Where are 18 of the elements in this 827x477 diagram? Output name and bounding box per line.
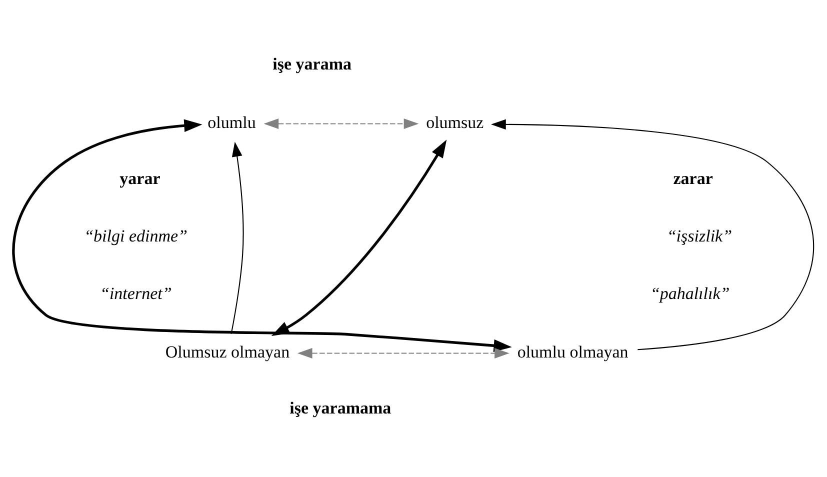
arrow <box>264 118 419 129</box>
label: “internet” <box>100 284 172 303</box>
node-text: olumsuz <box>426 112 484 132</box>
label: yarar <box>120 169 160 188</box>
label: “işsizlik” <box>666 226 732 246</box>
arrow <box>230 142 244 334</box>
arrow <box>271 140 447 336</box>
arrow <box>12 119 512 352</box>
label: işe yarama <box>272 54 352 74</box>
arrow <box>297 348 510 358</box>
node-text: Olumsuz olmayan <box>165 342 290 362</box>
label: işe yaramama <box>290 398 392 418</box>
node-text: olumlu <box>208 112 256 132</box>
label: “bilgi edinme” <box>84 226 188 246</box>
node-text: olumlu olmayan <box>517 342 628 362</box>
arrow <box>491 119 814 350</box>
label: “pahalılık” <box>650 284 730 303</box>
label: zarar <box>673 169 713 188</box>
